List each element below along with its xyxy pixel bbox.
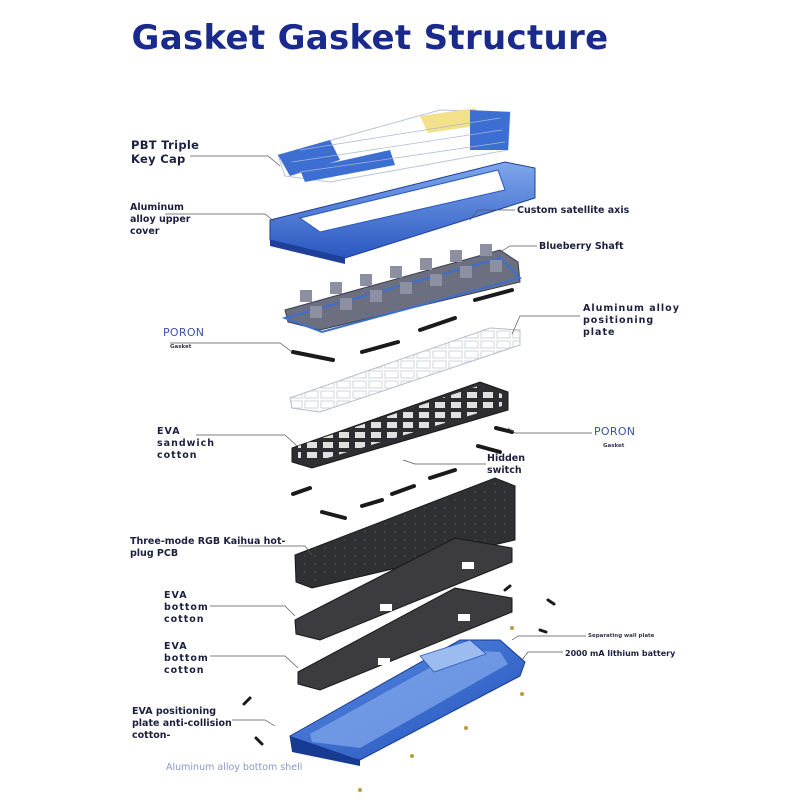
poron-gasket-upper	[291, 288, 514, 362]
eva-bottom-1-layer	[294, 537, 513, 641]
screws	[358, 626, 524, 792]
anti-collision-pieces	[242, 584, 556, 746]
label-poron-right: PORON	[594, 425, 636, 438]
leader-lines	[165, 155, 592, 727]
label-bottom-shell: Aluminum alloy bottom shell	[166, 762, 303, 773]
label-eva-bottom-2: EVA bottom cotton	[164, 641, 209, 676]
label-poron-right-sub: Gasket	[603, 443, 625, 449]
upper-cover-layer	[269, 161, 536, 264]
label-poron-left: PORON	[163, 326, 205, 339]
label-anti-collision: EVA positioning plate anti-collision cot…	[132, 706, 232, 741]
label-eva-bottom-1: EVA bottom cotton	[164, 590, 209, 625]
pcb-layer	[294, 477, 516, 589]
keycap-layer	[277, 108, 511, 183]
label-keycap: PBT Triple Key Cap	[131, 138, 200, 166]
positioning-plate-layer	[289, 327, 521, 413]
eva-bottom-2-layer	[297, 587, 513, 691]
label-positioning-plate: Aluminum alloy positioning plate	[583, 303, 680, 338]
poron-gasket-lower	[291, 426, 514, 520]
label-eva-sandwich: EVA sandwich cotton	[157, 426, 216, 461]
switch-layer	[281, 244, 522, 334]
eva-sandwich-layer	[291, 381, 509, 469]
diagram-title: Gasket Gasket Structure	[131, 18, 609, 58]
label-upper-cover: Aluminum alloy upper cover	[130, 202, 191, 237]
label-battery: 2000 mA lithium battery	[565, 649, 676, 658]
label-blueberry-shaft: Blueberry Shaft	[539, 241, 624, 252]
label-satellite-axis: Custom satellite axis	[517, 205, 630, 216]
label-poron-left-sub: Gasket	[170, 344, 192, 350]
label-separating-plate: Separating wall plate	[588, 633, 655, 639]
bottom-shell-layer	[289, 639, 526, 766]
label-pcb: Three-mode RGB Kaihua hot- plug PCB	[130, 536, 286, 559]
label-hidden-switch: Hidden switch	[487, 453, 526, 476]
